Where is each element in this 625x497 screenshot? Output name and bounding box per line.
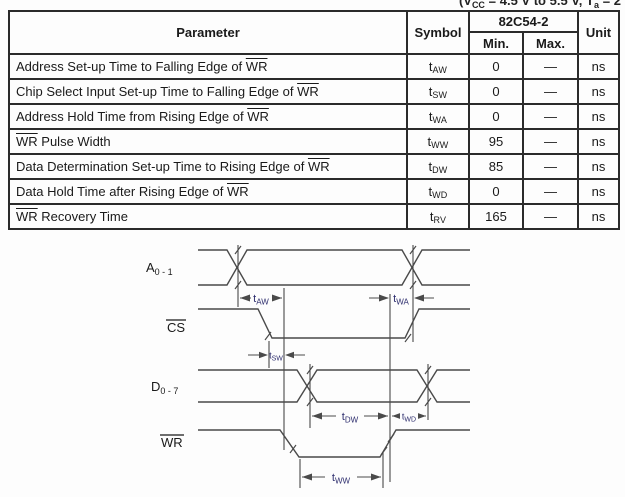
max-cell: — — [522, 103, 579, 130]
dim-twd: tWD — [392, 410, 426, 424]
signal-label-cs: CS — [166, 319, 186, 335]
unit-cell: ns — [577, 153, 620, 180]
svg-text:WR: WR — [161, 435, 183, 450]
max-cell: — — [522, 128, 579, 155]
table-row: Chip Select Input Set-up Time to Falling… — [8, 78, 620, 105]
max-cell: — — [522, 178, 579, 205]
param-cell: Address Set-up Time to Falling Edge of W… — [8, 53, 408, 80]
table-row: Address Set-up Time to Falling Edge of W… — [8, 53, 620, 80]
tsw-label: tSW — [269, 351, 283, 363]
param-cell: Chip Select Input Set-up Time to Falling… — [8, 78, 408, 105]
col-header-device: 82C54-2 — [468, 10, 579, 33]
table-row: WR Pulse Width tWW 95 — ns — [8, 128, 620, 155]
reference-lines — [237, 245, 429, 488]
min-cell: 95 — [468, 128, 524, 155]
param-cell: Data Determination Set-up Time to Rising… — [8, 153, 408, 180]
max-cell: — — [522, 53, 579, 80]
col-header-parameter: Parameter — [8, 10, 408, 55]
min-cell: 165 — [468, 203, 524, 230]
unit-cell: ns — [577, 128, 620, 155]
min-cell: 0 — [468, 53, 524, 80]
col-header-symbol: Symbol — [406, 10, 470, 55]
timing-parameter-table: Parameter Symbol 82C54-2 Unit Min. Max. … — [8, 10, 620, 230]
max-cell: — — [522, 203, 579, 230]
col-header-unit: Unit — [577, 10, 620, 55]
signal-label-wr: WR — [160, 434, 184, 450]
tww-label: tWW — [332, 472, 351, 486]
unit-cell: ns — [577, 78, 620, 105]
symbol-cell: tRV — [406, 203, 470, 230]
signal-cs-waveform — [198, 308, 470, 339]
twd-label: tWD — [402, 412, 416, 424]
signal-a-waveform — [198, 249, 470, 286]
signal-d-waveform — [198, 369, 470, 403]
condition-clip-region: (VCC = 4.5 V to 5.5 V, Ta = 2 — [0, 0, 625, 10]
unit-cell: ns — [577, 53, 620, 80]
min-cell: 85 — [468, 153, 524, 180]
symbol-cell: tWA — [406, 103, 470, 130]
param-cell: WR Recovery Time — [8, 203, 408, 230]
supply-condition-text: (VCC = 4.5 V to 5.5 V, Ta = 2 — [458, 0, 621, 10]
table-row: WR Recovery Time tRV 165 — ns — [8, 203, 620, 230]
dim-tsw: tSW — [248, 351, 305, 363]
twa-label: tWA — [393, 293, 409, 307]
param-cell: Data Hold Time after Rising Edge of WR — [8, 178, 408, 205]
symbol-cell: tSW — [406, 78, 470, 105]
transition-ticks — [234, 245, 432, 456]
max-cell: — — [522, 153, 579, 180]
tdw-label: tDW — [342, 411, 359, 425]
param-cell: WR Pulse Width — [8, 128, 408, 155]
unit-cell: ns — [577, 203, 620, 230]
timing-diagram: tAW tWA tSW tDW tWD tWW A0 - 1 — [146, 245, 470, 488]
unit-cell: ns — [577, 103, 620, 130]
dim-tdw: tDW — [312, 409, 388, 425]
col-header-min: Min. — [468, 31, 524, 55]
taw-label: tAW — [253, 293, 269, 307]
unit-cell: ns — [577, 178, 620, 205]
col-header-max: Max. — [522, 31, 579, 55]
dim-twa: tWA — [369, 291, 434, 307]
symbol-cell: tDW — [406, 153, 470, 180]
signal-wr-waveform — [198, 429, 470, 458]
min-cell: 0 — [468, 178, 524, 205]
max-cell: — — [522, 78, 579, 105]
param-cell: Address Hold Time from Rising Edge of WR — [8, 103, 408, 130]
min-cell: 0 — [468, 103, 524, 130]
signal-label-a: A0 - 1 — [146, 260, 173, 277]
symbol-cell: tWW — [406, 128, 470, 155]
min-cell: 0 — [468, 78, 524, 105]
signal-label-d: D0 - 7 — [151, 379, 178, 396]
symbol-cell: tWD — [406, 178, 470, 205]
table-row: Address Hold Time from Rising Edge of WR… — [8, 103, 620, 130]
table-row: Data Hold Time after Rising Edge of WR t… — [8, 178, 620, 205]
symbol-cell: tAW — [406, 53, 470, 80]
svg-text:CS: CS — [167, 320, 185, 335]
dim-taw: tAW — [240, 291, 282, 307]
table-row: Data Determination Set-up Time to Rising… — [8, 153, 620, 180]
dim-tww: tWW — [302, 470, 381, 486]
